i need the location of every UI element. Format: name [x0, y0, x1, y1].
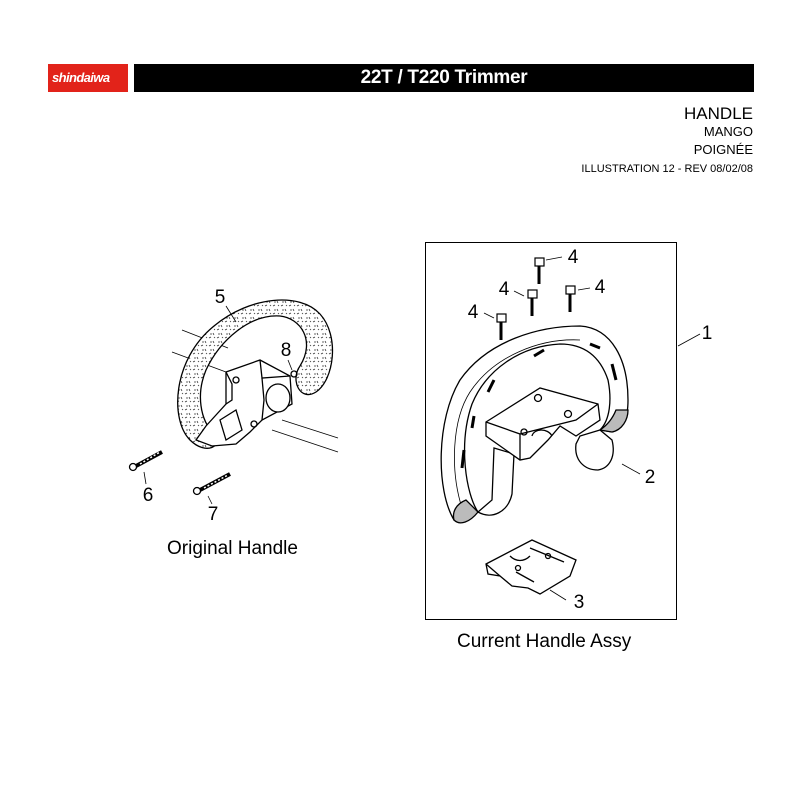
callout-2: 2: [644, 467, 656, 488]
callout-5: 5: [214, 287, 226, 308]
callout-7: 7: [207, 504, 219, 525]
brand-divider: [128, 64, 134, 92]
callout-8: 8: [280, 340, 292, 361]
callout-4c: 4: [594, 277, 606, 298]
callout-3: 3: [573, 592, 585, 613]
brand-logo: [48, 64, 128, 92]
callout-4b: 4: [498, 279, 510, 300]
illustration-revision: ILLUSTRATION 12 - REV 08/02/08: [581, 163, 753, 175]
header-bar: [48, 64, 754, 92]
current-handle-caption: Current Handle Assy: [457, 631, 632, 652]
original-handle-caption: Original Handle: [167, 538, 298, 559]
current-handle-drawing: [440, 256, 701, 601]
section-subtitle-fr: POIGNÉE: [693, 142, 753, 157]
current-handle-frame: [425, 242, 677, 620]
callout-4a: 4: [567, 247, 579, 268]
original-handle-drawing: [128, 299, 339, 505]
callout-1: 1: [701, 323, 713, 344]
section-title: HANDLE: [684, 104, 753, 123]
brand-logo-text: shindaiwa: [52, 70, 110, 85]
callout-4d: 4: [467, 302, 479, 323]
callout-6: 6: [142, 485, 154, 506]
page-title: 22T / T220 Trimmer: [360, 67, 528, 88]
section-subtitle-es: MANGO: [703, 124, 753, 139]
